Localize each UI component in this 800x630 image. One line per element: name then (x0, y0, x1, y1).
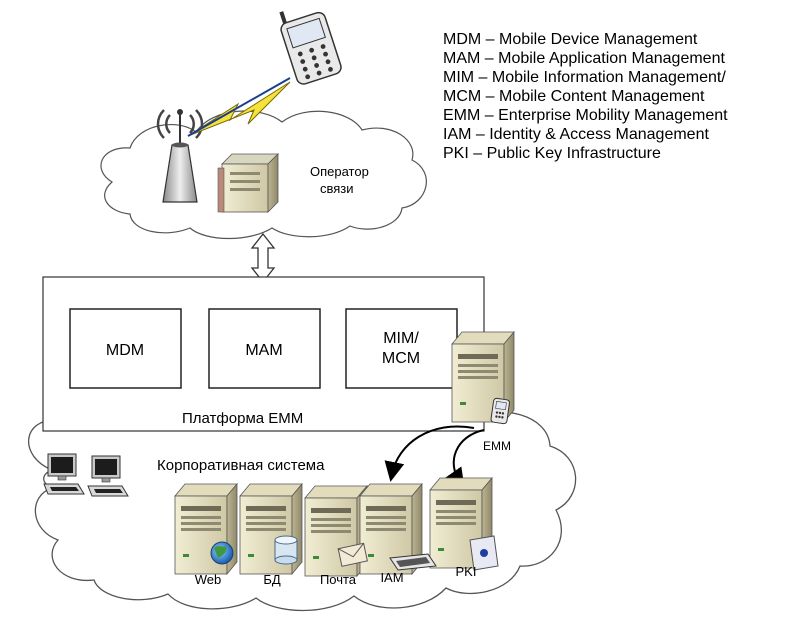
module-mim-mcm: MIM/ MCM (345, 308, 458, 389)
server-label-pki: PKI (456, 564, 477, 579)
emm-server-label: EMM (483, 439, 511, 453)
abbreviation-legend: MDM – Mobile Device Management MAM – Mob… (443, 31, 728, 162)
mobile-phone-icon (279, 11, 342, 85)
module-mdm-label: MDM (106, 342, 144, 359)
platform-title: Платформа EMM (182, 410, 303, 427)
module-mam: MAM (208, 308, 321, 389)
corporate-system-title: Корпоративная система (157, 457, 325, 474)
server-label-iam: IAM (380, 570, 403, 585)
legend-item: IAM – Identity & Access Management (443, 126, 709, 143)
cell-tower-icon (156, 109, 204, 203)
operator-label-line1: Оператор (310, 164, 369, 179)
module-mam-label: MAM (245, 342, 282, 359)
module-mcm-label: MCM (382, 350, 420, 367)
module-mdm: MDM (69, 308, 182, 389)
operator-platform-connection-arrow (250, 232, 276, 284)
legend-item: PKI – Public Key Infrastructure (443, 145, 661, 162)
legend-item: MDM – Mobile Device Management (443, 31, 698, 48)
server-label-web: Web (195, 572, 222, 587)
server-label-db: БД (263, 572, 281, 587)
legend-item: MAM – Mobile Application Management (443, 50, 725, 67)
database-icon (274, 535, 298, 565)
operator-label-line2: связи (320, 181, 354, 196)
keyboard-icon (389, 553, 437, 571)
certificate-icon (469, 535, 499, 571)
emm-phone-icon (490, 397, 510, 425)
legend-item: EMM – Enterprise Mobility Management (443, 107, 728, 124)
globe-icon (210, 541, 234, 565)
emm-to-iam-arrow (384, 425, 475, 482)
server-label-mail: Почта (320, 572, 357, 587)
module-mim-label: MIM/ (383, 330, 419, 347)
legend-item: MCM – Mobile Content Management (443, 88, 705, 105)
operator-mainframe-icon (217, 153, 279, 213)
emm-to-pki-arrow (444, 429, 485, 489)
mail-envelope-icon (337, 542, 368, 567)
legend-item: MIM – Mobile Information Management/ (443, 69, 726, 86)
